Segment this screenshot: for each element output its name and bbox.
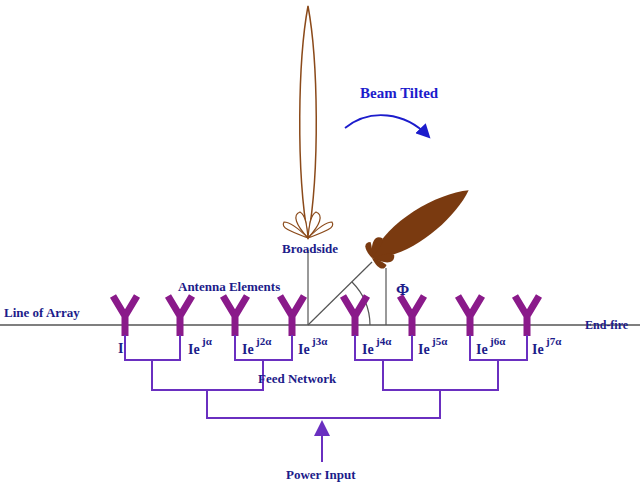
phase-exponent: j4α (376, 336, 391, 347)
feed-label: Feed Network (258, 372, 336, 385)
tilted-beam (363, 178, 478, 271)
tilt-label: Beam Tilted (360, 86, 438, 101)
current-label: Ie (242, 343, 254, 357)
phase-exponent: j5α (432, 336, 447, 347)
phase-exponent: j3α (312, 336, 327, 347)
array-line (0, 324, 640, 325)
phase-exponent: j2α (256, 336, 271, 347)
endfire-label: End-fire (585, 319, 628, 331)
current-label: Ie (418, 343, 430, 357)
current-label: Ie (188, 343, 200, 357)
array-line-label: Line of Array (4, 306, 80, 319)
power-arrow (321, 424, 323, 462)
antenna-element (458, 296, 482, 336)
antenna-element (515, 296, 539, 336)
antenna-element (343, 296, 367, 336)
current-label: I (118, 342, 123, 356)
elements-label: Antenna Elements (178, 280, 280, 293)
current-label: Ie (532, 343, 544, 357)
phase-exponent: jα (202, 336, 212, 347)
antenna-element (400, 296, 424, 336)
phase-exponent: j6α (490, 336, 505, 347)
antenna-element (113, 296, 137, 336)
antenna-elements (113, 296, 539, 336)
phase-exponent: j7α (546, 336, 561, 347)
tilt-arrow (345, 115, 428, 136)
broadside-lobe (300, 6, 317, 238)
current-label: Ie (298, 343, 310, 357)
broadside-label: Broadside (282, 242, 338, 255)
current-label: Ie (476, 343, 488, 357)
input-label: Power Input (286, 468, 355, 481)
antenna-element (223, 296, 247, 336)
current-label: Ie (362, 343, 374, 357)
feed-network (125, 335, 527, 418)
antenna-element (280, 296, 304, 336)
antenna-element (168, 296, 192, 336)
angle-symbol: Φ (396, 282, 409, 298)
